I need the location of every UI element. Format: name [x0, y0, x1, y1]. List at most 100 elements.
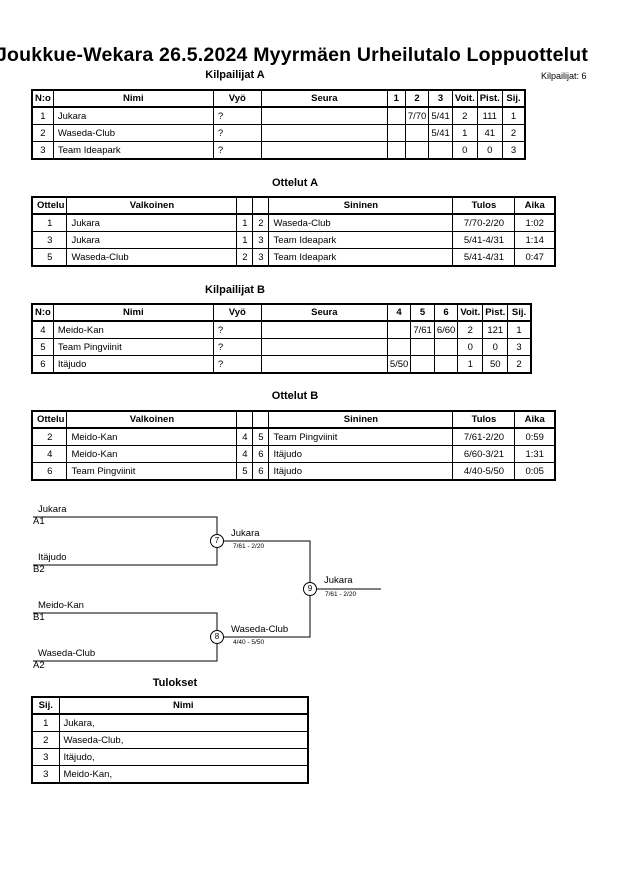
- table-cell: [386, 141, 406, 160]
- table-cell: ?: [212, 355, 262, 374]
- column-header: Sij.: [31, 696, 60, 715]
- table-cell: 1: [31, 713, 60, 732]
- table-header-row: Sij.Nimi: [31, 696, 309, 715]
- match-number-badge: 9: [303, 582, 317, 596]
- table-cell: Meido-Kan,: [58, 765, 309, 784]
- table-cell: Waseda-Club: [66, 248, 238, 267]
- table-cell: 3: [507, 338, 532, 356]
- players-a-heading: Kilpailijat A: [205, 69, 265, 81]
- column-header: Vyö: [212, 303, 262, 322]
- column-header: Ottelu: [31, 410, 68, 429]
- matches-b-heading: Ottelut B: [271, 390, 319, 402]
- column-header: Seura: [260, 303, 388, 322]
- semi1-winner: Jukara: [231, 528, 260, 539]
- table-cell: Meido-Kan: [66, 445, 238, 463]
- table-cell: 6: [31, 355, 54, 374]
- table-cell: [386, 338, 412, 356]
- column-header: 1: [386, 89, 406, 108]
- bracket-entry-name: Meido-Kan: [38, 600, 84, 611]
- table-cell: 3: [31, 748, 60, 766]
- table-cell: [386, 124, 406, 142]
- table-cell: 3: [501, 141, 526, 160]
- table-cell: 3: [31, 765, 60, 784]
- table-cell: 0: [482, 338, 509, 356]
- players-count: Kilpailijat: 6: [541, 71, 587, 81]
- final-score: 7/61 - 2/20: [325, 591, 357, 598]
- bracket-entry-name: Waseda-Club: [38, 648, 96, 659]
- column-header: 4: [386, 303, 412, 322]
- bracket-entry-name: Itäjudo: [38, 552, 67, 563]
- semi2-winner: Waseda-Club: [231, 624, 289, 635]
- column-header: Nimi: [58, 696, 309, 715]
- table-cell: 5/41-4/31: [452, 231, 516, 249]
- column-header: Valkoinen: [66, 410, 238, 429]
- table-cell: 0:47: [514, 248, 556, 267]
- column-header: N:o: [31, 89, 54, 108]
- matches-a-heading: Ottelut A: [271, 177, 319, 189]
- table-cell: 50: [482, 355, 509, 374]
- table-cell: Waseda-Club,: [58, 731, 309, 749]
- table-cell: Team Pingviinit: [52, 338, 214, 356]
- column-header: 2: [404, 89, 430, 108]
- table-cell: [404, 141, 430, 160]
- players-b-heading: Kilpailijat B: [205, 284, 265, 296]
- table-cell: 1:31: [514, 445, 556, 463]
- bracket-entry-seed: A1: [33, 516, 45, 527]
- bracket-entry-seed: B1: [33, 612, 45, 623]
- column-header: Aika: [514, 196, 556, 215]
- table-cell: 0:05: [514, 462, 556, 481]
- match-number-badge: 7: [210, 534, 224, 548]
- page-title: Joukkue-Wekara 26.5.2024 Myyrmäen Urheil…: [0, 44, 589, 66]
- table-cell: 41: [476, 124, 503, 142]
- table-cell: 2: [31, 731, 60, 749]
- table-cell: [260, 338, 388, 356]
- table-cell: 5: [31, 338, 54, 356]
- table-cell: 5: [236, 462, 254, 481]
- table-cell: 5/50: [386, 355, 412, 374]
- column-header: Pist.: [482, 303, 509, 322]
- bracket-entry-seed: A2: [33, 660, 45, 671]
- table-cell: [410, 338, 435, 356]
- column-header: Vyö: [212, 89, 262, 108]
- table-cell: [260, 355, 388, 374]
- bracket-entry-seed: B2: [33, 564, 45, 575]
- column-header: 5: [410, 303, 435, 322]
- table-cell: 7/70: [404, 106, 430, 125]
- table-cell: 0: [476, 141, 503, 160]
- table-cell: Team Pingviinit: [66, 462, 238, 481]
- column-header: Sij.: [501, 89, 526, 108]
- table-cell: Jukara,: [58, 713, 309, 732]
- bracket-entry-name: Jukara: [38, 504, 67, 515]
- table-cell: 1:14: [514, 231, 556, 249]
- column-header: Ottelu: [31, 196, 68, 215]
- table-cell: [404, 124, 430, 142]
- table-cell: 2: [31, 124, 54, 142]
- semi1-score: 7/61 - 2/20: [233, 543, 265, 550]
- table-cell: Itäjudo,: [58, 748, 309, 766]
- table-cell: Team Ideapark: [268, 231, 454, 249]
- table-cell: Team Ideapark: [268, 248, 454, 267]
- column-header: Sij.: [507, 303, 532, 322]
- column-header: Aika: [514, 410, 556, 429]
- column-header: Seura: [260, 89, 388, 108]
